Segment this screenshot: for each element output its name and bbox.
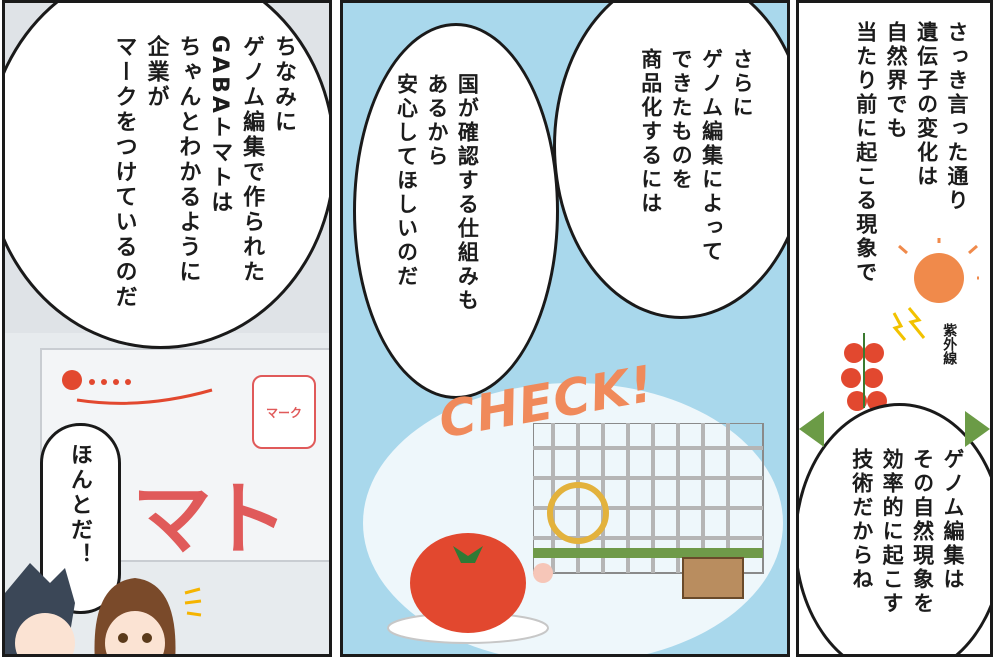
caption-line: ちゃんとわかるように xyxy=(175,35,201,285)
caption-right-bottom: ゲノム編集は その自然現象を 効率的に起こす 技術だからね xyxy=(846,448,968,648)
inspection-gate-graphic xyxy=(533,423,764,599)
caption-line: ちなみに xyxy=(271,35,296,135)
caption-line: その自然現象を xyxy=(910,448,935,616)
mark-label-badge: マーク xyxy=(252,375,316,449)
caption-line: マークをつけているのだ xyxy=(111,35,137,310)
caption-left: ちなみに ゲノム編集で作られた GABAトマトは ちゃんとわかるように 企業が … xyxy=(108,35,299,355)
green-accent-right xyxy=(965,411,990,447)
panel-left: マーク マト ちなみに ゲノム編集で作られた GABAトマトは ちゃんとわかるよ… xyxy=(2,0,332,657)
speech-bubble-bottom xyxy=(353,23,559,399)
caption-line: 自然界でも xyxy=(884,21,909,141)
reaction-text: ほんとだ！ xyxy=(66,443,92,568)
caption-middle-top: さらに ゲノム編集によって できたものを 商品化するには xyxy=(635,48,757,308)
caption-middle-bottom: 国が確認する仕組みも あるから 安心してほしいのだ xyxy=(391,73,482,353)
characters-graphic xyxy=(5,563,202,654)
caption-line: GABAトマトは xyxy=(207,35,233,216)
tomato-on-plate-graphic xyxy=(387,533,549,644)
caption-line: 国が確認する仕組みも xyxy=(455,73,480,313)
package-logo-graphic xyxy=(62,370,213,405)
mark-label-text: マーク xyxy=(265,405,302,420)
panel-right: さっき言った通り 遺伝子の変化は 自然界でも 当たり前に起こる現象で 紫外線 ゲ… xyxy=(796,0,993,657)
caption-line: 安心してほしいのだ xyxy=(394,73,419,289)
caption-line: 遺伝子の変化は xyxy=(914,21,939,189)
speech-bubble-top xyxy=(553,3,787,319)
caption-line: 商品化するには xyxy=(638,48,663,216)
speech-bubble-right-bottom xyxy=(799,403,990,654)
caption-line: 当たり前に起こる現象で xyxy=(853,21,878,285)
caption-line: ゲノム編集によって xyxy=(699,48,724,264)
caption-right-top: さっき言った通り 遺伝子の変化は 自然界でも 当たり前に起こる現象で xyxy=(850,21,972,331)
caption-line: できたものを xyxy=(669,48,694,192)
green-accent-left xyxy=(799,411,824,447)
caption-line: さっき言った通り xyxy=(945,21,969,213)
caption-line: ゲノム編集は xyxy=(941,448,965,592)
caption-line: 企業が xyxy=(143,35,169,110)
caption-line: さらに xyxy=(730,48,754,120)
caption-line: 技術だからね xyxy=(849,448,874,592)
uv-label: 紫外線 xyxy=(941,323,958,365)
caption-line: 効率的に起こす xyxy=(880,448,905,616)
sun-and-tomato-vine-graphic xyxy=(841,238,979,411)
caption-line: あるから xyxy=(424,73,449,169)
speech-bubble-main xyxy=(5,3,329,349)
package-title: マト xyxy=(132,473,288,566)
caption-line: ゲノム編集で作られた xyxy=(239,35,265,285)
panel-middle: さらに ゲノム編集によって できたものを 商品化するには 国が確認する仕組みも … xyxy=(340,0,790,657)
